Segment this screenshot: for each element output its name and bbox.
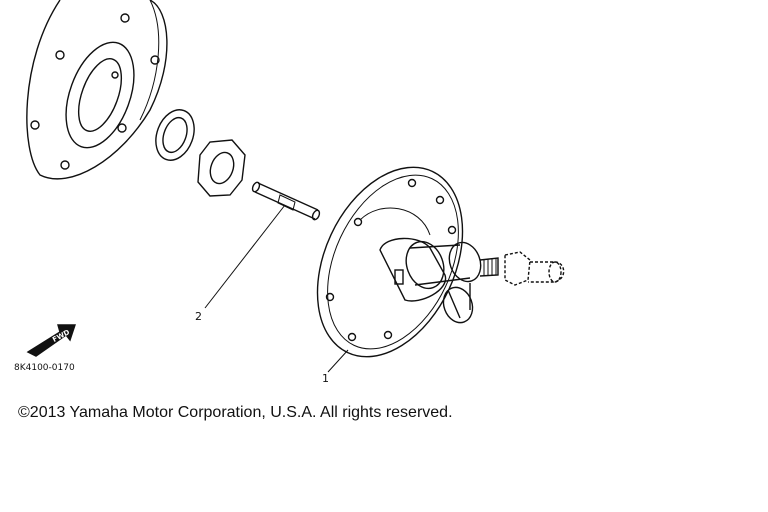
- forward-arrow-icon: [26, 324, 76, 357]
- copyright-notice: ©2013 Yamaha Motor Corporation, U.S.A. A…: [18, 404, 453, 421]
- reference-code: 8K4100-0170: [14, 363, 75, 373]
- callout-part-2: 2: [195, 310, 202, 323]
- hex-nut: [197, 139, 246, 197]
- pin-part-2: [204, 181, 321, 309]
- callout-part-1: 1: [322, 372, 329, 385]
- washer: [155, 109, 195, 161]
- rear-flange: [26, 0, 168, 180]
- hub-assembly-part-1: [316, 166, 565, 373]
- exploded-parts-diagram: [26, 0, 565, 373]
